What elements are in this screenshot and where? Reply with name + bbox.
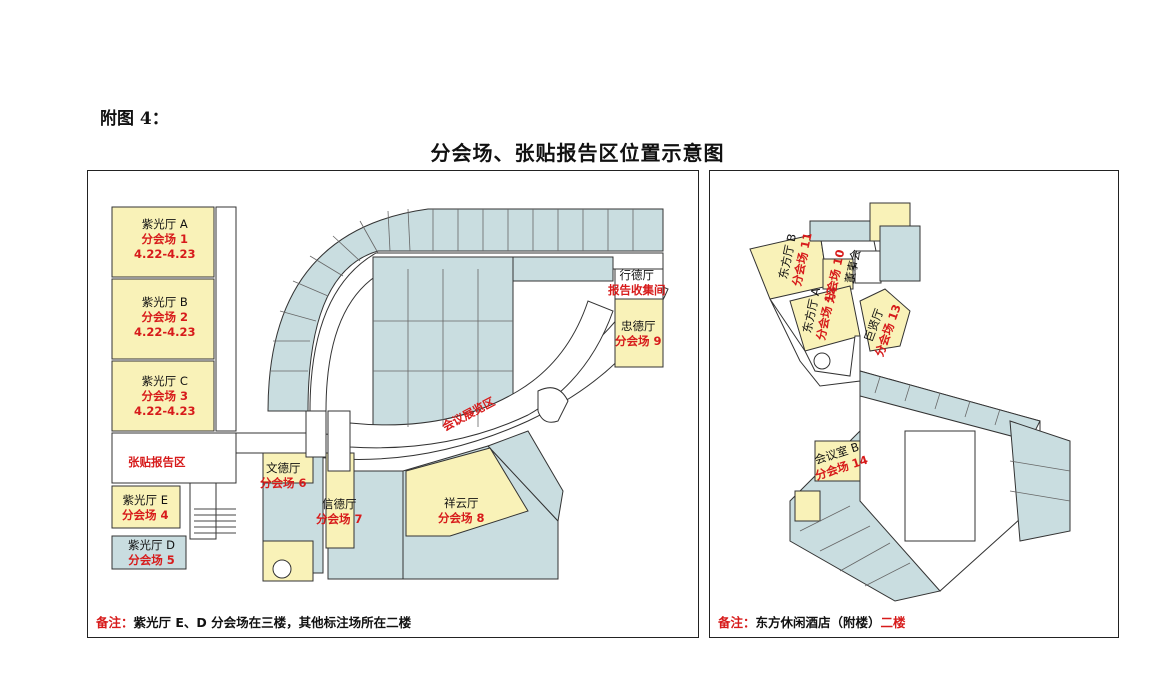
venue-label: 分会场 8 [438, 510, 485, 525]
room-ziguang-c: 紫光厅 C 分会场 3 4.22-4.23 [134, 374, 196, 419]
note-text: 东方休闲酒店（附楼） [755, 615, 881, 630]
room-ziguang-a: 紫光厅 A 分会场 1 4.22-4.23 [134, 217, 196, 262]
room-ziguang-d: 紫光厅 D 分会场 5 [128, 538, 175, 568]
venue-label: 报告收集间 [608, 282, 666, 297]
right-floor-plan: 东方厅 B 分会场 11 分会场 10 董事会 东方厅 A 分会场 12 巨贤厅… [709, 170, 1119, 638]
room-name: 紫光厅 D [128, 538, 176, 552]
room-name: 文德厅 [266, 461, 301, 475]
note-text: 紫光厅 E、D 分会场在三楼，其他标注场所在二楼 [133, 615, 412, 630]
poster-area-label: 张贴报告区 [128, 455, 186, 469]
left-plan-drawing [111, 206, 669, 582]
figure-label: 附图 4： [100, 109, 169, 129]
date-label: 4.22-4.23 [134, 403, 196, 418]
room-xiangyun: 祥云厅 分会场 8 [438, 496, 485, 526]
room-name: 紫光厅 B [141, 295, 188, 309]
room-name: 忠德厅 [621, 319, 656, 333]
date-label: 4.22-4.23 [134, 324, 196, 339]
venue-label: 分会场 9 [615, 333, 662, 348]
venue-label: 分会场 6 [260, 475, 307, 490]
venue-label: 分会场 5 [128, 552, 175, 567]
room-name: 紫光厅 C [141, 374, 188, 388]
room-name: 紫光厅 E [122, 493, 168, 507]
room-name: 信德厅 [322, 497, 357, 511]
room-name: 行德厅 [619, 268, 655, 282]
room-wende: 文德厅 分会场 6 [260, 461, 307, 491]
right-footnote: 备注：东方休闲酒店（附楼）二楼 [718, 612, 906, 631]
left-floor-plan: 紫光厅 A 分会场 1 4.22-4.23 紫光厅 B 分会场 2 4.22-4… [87, 170, 699, 638]
left-footnote: 备注：紫光厅 E、D 分会场在三楼，其他标注场所在二楼 [96, 612, 411, 631]
venue-label: 分会场 4 [122, 507, 169, 522]
venue-label: 分会场 1 [141, 231, 189, 246]
note-label: 备注： [96, 615, 134, 630]
room-xingde: 行德厅 报告收集间 [608, 268, 666, 298]
venue-label: 分会场 3 [141, 388, 189, 403]
room-zhongde: 忠德厅 分会场 9 [615, 319, 662, 349]
right-plan-drawing [749, 202, 1071, 602]
poster-area: 张贴报告区 [128, 455, 186, 470]
room-xinde: 信德厅 分会场 7 [316, 497, 363, 527]
date-label: 4.22-4.23 [134, 246, 196, 261]
room-name: 紫光厅 A [141, 217, 188, 231]
venue-label: 分会场 2 [141, 309, 189, 324]
room-ziguang-e: 紫光厅 E 分会场 4 [122, 493, 169, 523]
note-floor: 二楼 [880, 615, 906, 630]
room-name: 祥云厅 [444, 496, 479, 510]
page-title: 分会场、张贴报告区位置示意图 [430, 141, 725, 165]
venue-label: 分会场 7 [316, 511, 363, 526]
note-label: 备注： [718, 615, 756, 630]
room-ziguang-b: 紫光厅 B 分会场 2 4.22-4.23 [134, 295, 196, 340]
